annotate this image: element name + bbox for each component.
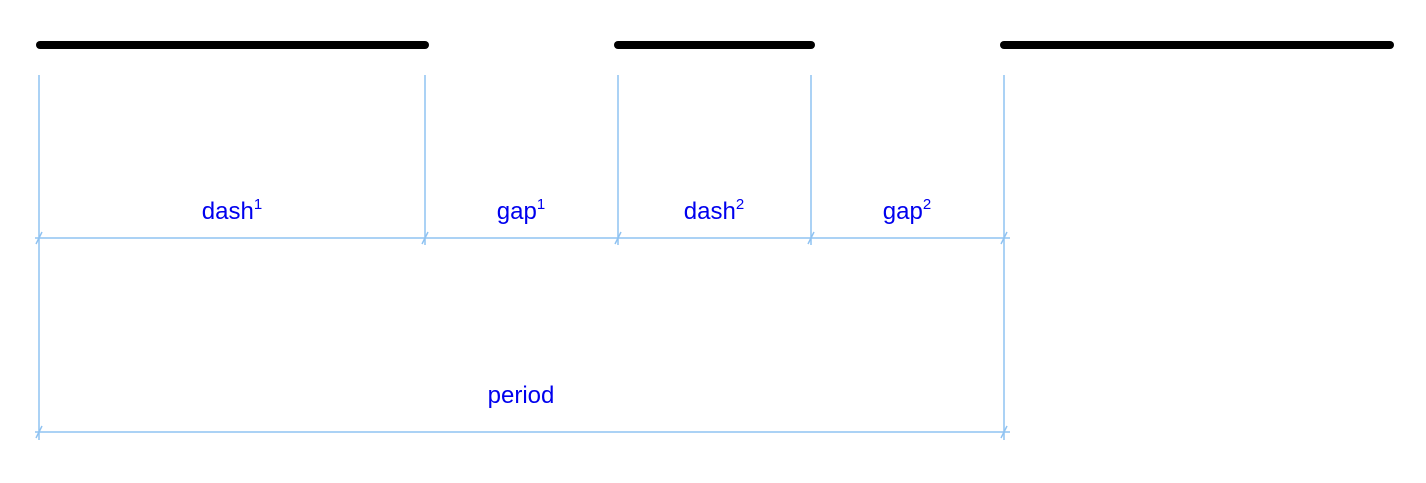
label-dash1-base: dash [201,198,254,225]
label-gap1: gap1 [496,196,546,226]
label-dash2-base: dash [683,198,736,225]
label-gap2-sup: 2 [922,196,932,213]
tick [614,231,622,245]
label-period: period [488,382,555,410]
label-gap1-sup: 1 [536,196,546,213]
dimension-lines [35,237,1010,433]
tick [1000,231,1008,245]
label-dash2: dash2 [683,196,745,226]
label-dash2-sup: 2 [735,196,745,213]
dimension-ticks [35,231,1008,439]
tick [35,425,43,439]
extension-lines [38,75,1005,440]
label-gap2: gap2 [882,196,932,226]
tick [421,231,429,245]
label-gap1-base: gap [496,198,537,225]
tick [807,231,815,245]
label-dash1-sup: 1 [253,196,263,213]
label-dash1: dash1 [201,196,263,226]
label-period-base: period [487,382,555,409]
tick [1000,425,1008,439]
tick [35,231,43,245]
label-gap2-base: gap [882,198,923,225]
